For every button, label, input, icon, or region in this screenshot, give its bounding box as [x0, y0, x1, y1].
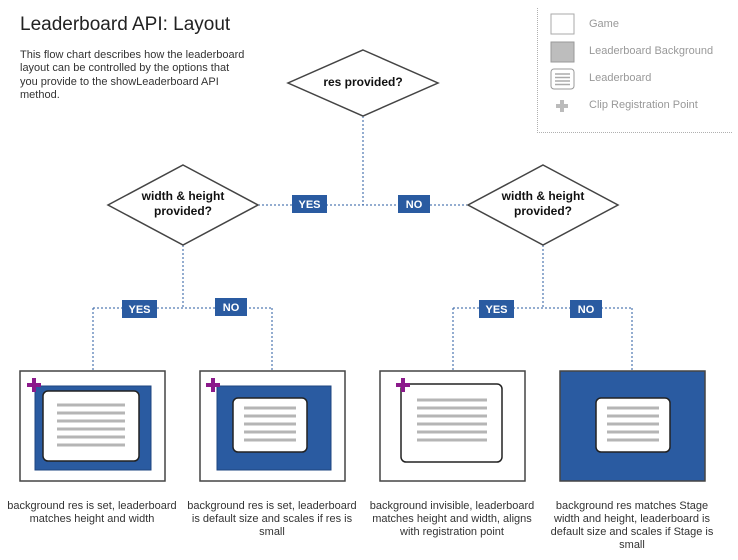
decision-wh-right-label: width & height provided? [501, 189, 585, 218]
leaderboard-rows [57, 403, 125, 447]
legend-background-swatch [550, 41, 575, 63]
caption-3: background invisible, leaderboard matche… [369, 500, 535, 538]
connectors [92, 116, 633, 371]
leaderboard-rows [417, 398, 487, 442]
registration-point-icon [206, 378, 220, 392]
caption-1: background res is set, leaderboard match… [7, 500, 177, 525]
tag-right-no: NO [570, 300, 602, 318]
legend-leaderboard-label: Leaderboard [589, 72, 652, 84]
tag-res-no-label: NO [406, 199, 423, 211]
page-title: Leaderboard API: Layout [20, 14, 231, 35]
leaderboard-rows [244, 406, 296, 442]
leaderboard-rows [607, 406, 659, 442]
leaderboard-panel [42, 390, 140, 462]
legend [537, 8, 732, 133]
legend-game-label: Game [589, 18, 619, 30]
tag-res-no: NO [398, 195, 430, 213]
decision-wh-left-diamond [106, 164, 260, 246]
example-box-4 [559, 370, 706, 482]
example-box-1 [19, 370, 166, 482]
legend-game-swatch [550, 13, 575, 35]
tag-left-no-label: NO [223, 302, 240, 314]
registration-point-icon [27, 378, 41, 392]
tag-right-yes-label: YES [485, 304, 507, 316]
caption-4: background res matches Stage width and h… [550, 500, 714, 551]
legend-registration-label: Clip Registration Point [589, 99, 698, 111]
example-box-3 [379, 370, 526, 482]
decision-wh-left-label: width & height provided? [141, 189, 225, 218]
decision-wh-right-diamond [466, 164, 620, 246]
caption-2: background res is set, leaderboard is de… [187, 500, 357, 538]
tag-right-no-label: NO [578, 304, 595, 316]
tag-res-yes-label: YES [298, 199, 320, 211]
registration-point-icon [396, 378, 410, 392]
legend-background-label: Leaderboard Background [589, 45, 714, 57]
tag-left-yes-label: YES [128, 304, 150, 316]
tag-left-no: NO [215, 298, 247, 316]
tag-right-yes: YES [479, 300, 514, 318]
tag-res-yes: YES [292, 195, 327, 213]
description: This flow chart describes how the leader… [20, 49, 245, 102]
legend-registration-icon [556, 100, 568, 112]
tag-left-yes: YES [122, 300, 157, 318]
legend-leaderboard-swatch [550, 68, 575, 90]
decision-res-diamond [286, 49, 440, 117]
decision-res-label: res provided? [323, 75, 403, 89]
example-box-2 [199, 370, 346, 482]
